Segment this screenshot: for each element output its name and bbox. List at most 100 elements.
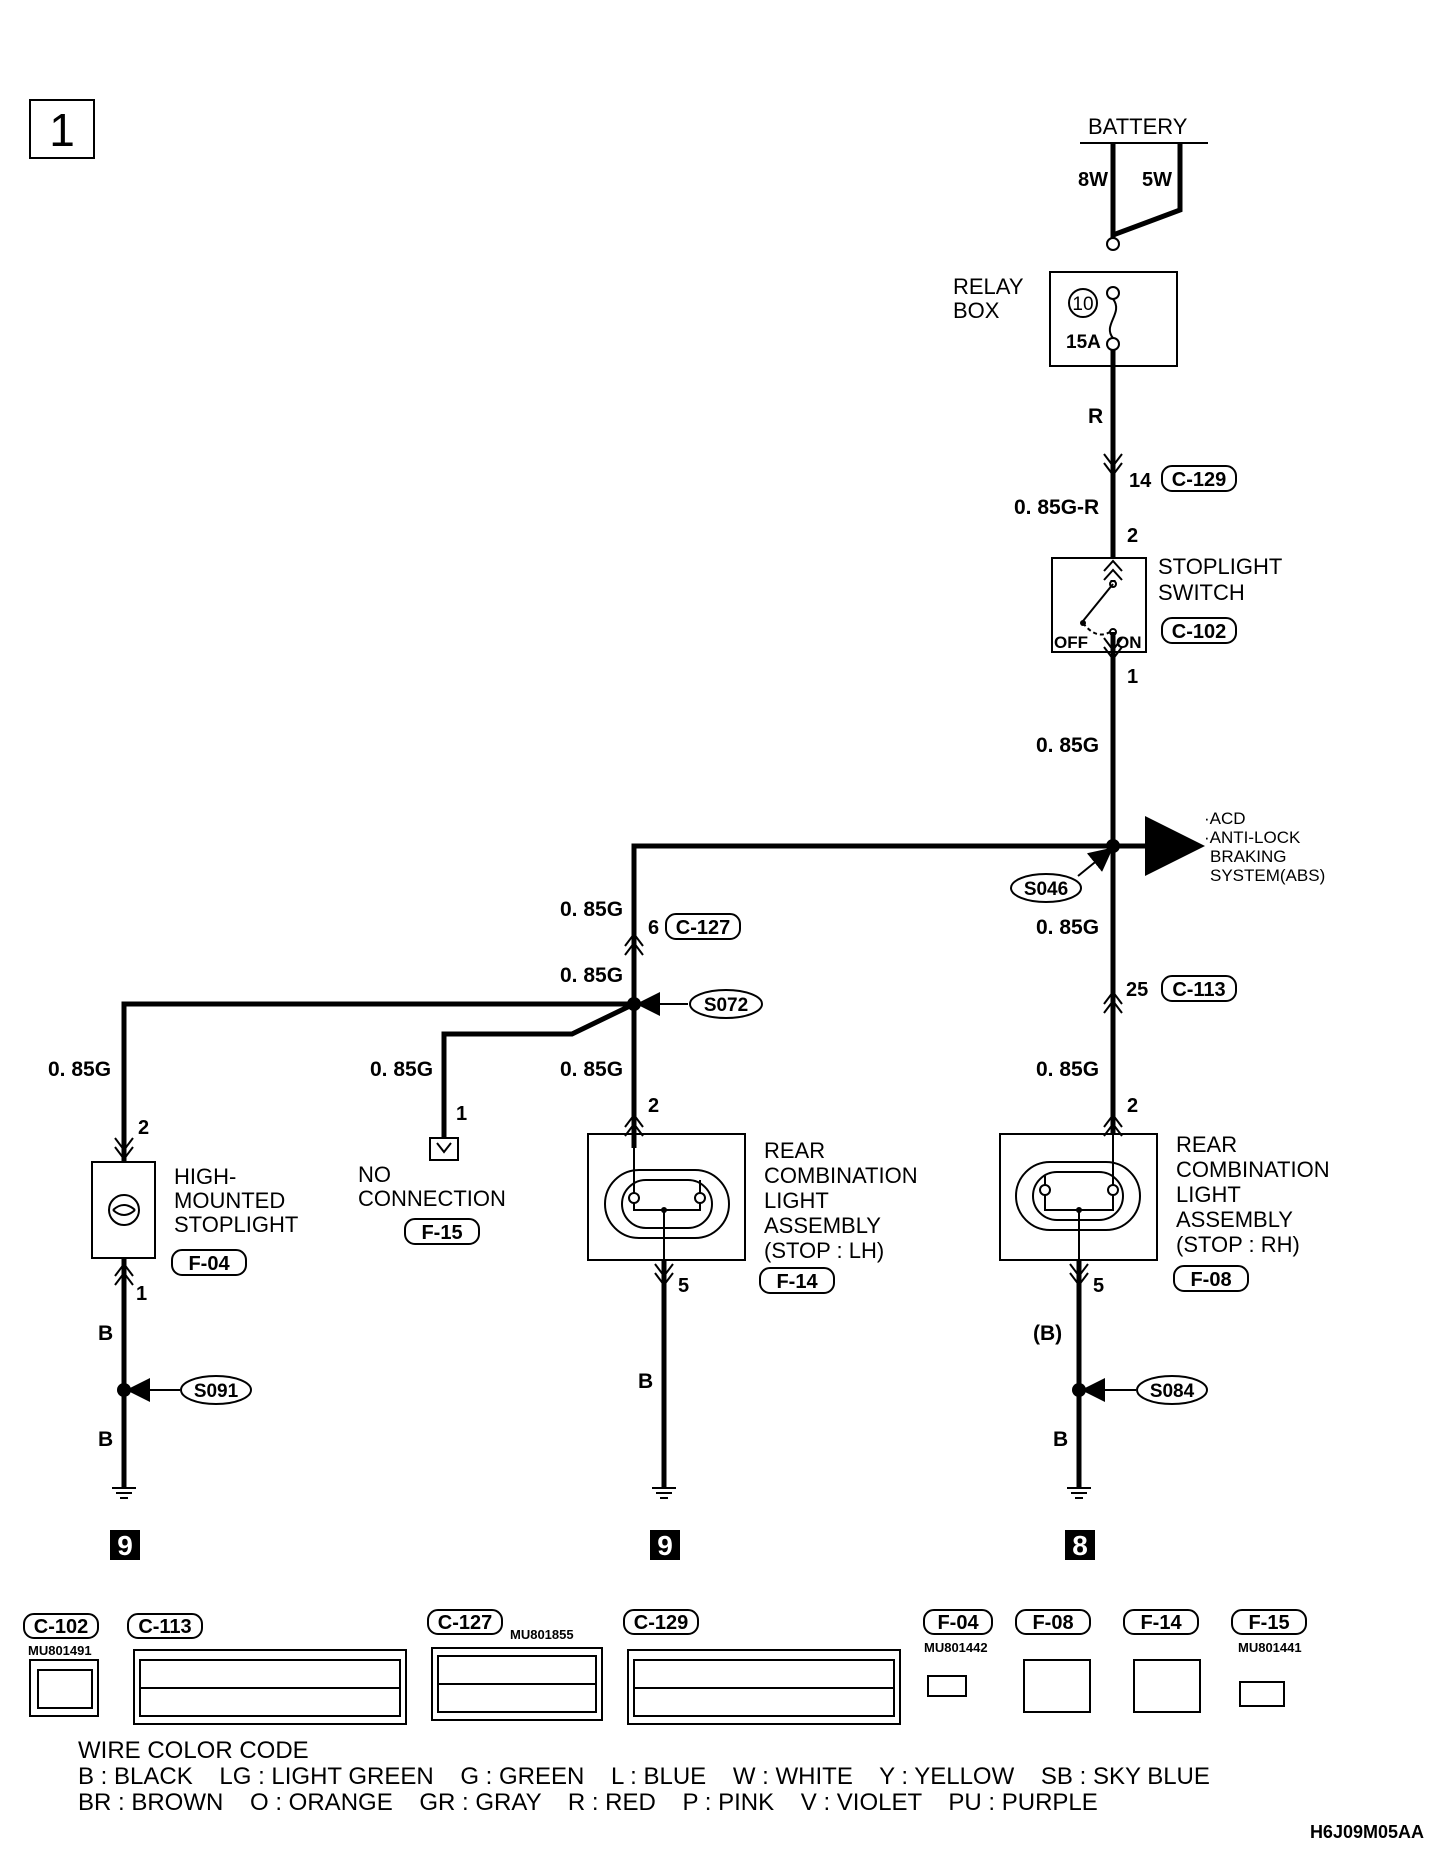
wire-g-no-connection bbox=[441, 1001, 636, 1138]
fuse-rating: 15A bbox=[1066, 332, 1101, 353]
wire-b-label-1: B bbox=[98, 1322, 113, 1345]
c129-pin: 14 bbox=[1129, 470, 1152, 492]
ground-icon bbox=[1067, 1487, 1091, 1499]
switch-blade-icon bbox=[1082, 583, 1114, 622]
rear-lh-label-5: (STOP : LH) bbox=[764, 1238, 884, 1263]
rh-pin-5: 5 bbox=[1093, 1275, 1104, 1297]
abs-label-3: BRAKING bbox=[1210, 847, 1287, 866]
fuse-number: 10 bbox=[1072, 294, 1093, 315]
c113-label: C-113 bbox=[1172, 979, 1225, 1001]
wire-color-code-title: WIRE COLOR CODE bbox=[78, 1737, 309, 1764]
rear-lh-label-2: COMBINATION bbox=[764, 1163, 918, 1188]
f04-part-number: MU801442 bbox=[924, 1640, 988, 1655]
switch-off-label: OFF bbox=[1054, 633, 1088, 652]
wire-5w bbox=[1112, 143, 1183, 238]
connector-view-c113: C-113 bbox=[127, 1613, 407, 1725]
stoplight-switch: OFF ON STOPLIGHT SWITCH C-102 bbox=[1051, 554, 1282, 653]
connector-c113-female-icon bbox=[1103, 990, 1123, 1014]
ground-mid-number: 9 bbox=[657, 1530, 673, 1561]
rear-lh-label-4: ASSEMBLY bbox=[764, 1213, 881, 1238]
high-mounted-pin-1: 1 bbox=[136, 1283, 147, 1305]
fuse-8w-label: 8W bbox=[1078, 169, 1108, 191]
connector-view-c102: C-102 MU801491 bbox=[23, 1613, 99, 1717]
view-c127-label: C-127 bbox=[438, 1612, 492, 1634]
c102-part-number: MU801491 bbox=[28, 1643, 92, 1658]
ground-left-number: 9 bbox=[117, 1530, 133, 1561]
connector-female-icon bbox=[1103, 559, 1123, 581]
rear-rh-label-5: (STOP : RH) bbox=[1176, 1232, 1300, 1257]
wire-b-label-3: B bbox=[638, 1370, 653, 1393]
wire-g-r-label: 0. 85G-R bbox=[1014, 496, 1099, 519]
connector-c102-male-icon bbox=[1103, 637, 1123, 661]
wire-b-label-2: B bbox=[98, 1428, 113, 1451]
fuse-terminal-bottom bbox=[1106, 337, 1120, 351]
rh-pin-2: 2 bbox=[1127, 1095, 1138, 1117]
wire-g-high-mounted bbox=[121, 1001, 634, 1162]
wire-r-label: R bbox=[1088, 405, 1103, 428]
no-connection-label-1: NO bbox=[358, 1162, 391, 1187]
lamp-housing-icon bbox=[604, 1169, 730, 1239]
splice-s091-dot bbox=[117, 1383, 131, 1397]
rear-rh-label-1: REAR bbox=[1176, 1132, 1237, 1157]
splice-s091: S091 bbox=[194, 1381, 239, 1402]
ground-icon bbox=[652, 1487, 676, 1499]
wire-color-code-row-1: B : BLACK LG : LIGHT GREEN G : GREEN L :… bbox=[78, 1763, 1210, 1790]
view-f15-label: F-15 bbox=[1248, 1612, 1289, 1634]
abs-label-1: ·ACD bbox=[1204, 809, 1246, 828]
high-mounted-label-3: STOPLIGHT bbox=[174, 1212, 298, 1237]
view-f14-label: F-14 bbox=[1140, 1612, 1182, 1634]
ground-mid: 9 bbox=[650, 1478, 680, 1561]
c127-pin: 6 bbox=[648, 917, 659, 939]
no-connection-terminal-icon bbox=[436, 1142, 452, 1154]
c113-pin: 25 bbox=[1126, 979, 1148, 1001]
relay-box-label-2: BOX bbox=[953, 298, 1000, 323]
connector-c129-male-icon bbox=[1103, 453, 1123, 477]
rear-combination-light-rh: REAR COMBINATION LIGHT ASSEMBLY (STOP : … bbox=[999, 1113, 1330, 1292]
c127-label: C-127 bbox=[676, 917, 730, 939]
relay-box: RELAY BOX 10 15A bbox=[953, 271, 1178, 367]
connector-f08-female-icon bbox=[1103, 1113, 1123, 1137]
wire-g-left-trunk bbox=[631, 843, 1113, 1004]
splice-s046: S046 bbox=[1024, 879, 1068, 900]
view-f08-label: F-08 bbox=[1032, 1612, 1073, 1634]
connector-f14-male-icon bbox=[654, 1263, 674, 1287]
rear-lh-label-1: REAR bbox=[764, 1138, 825, 1163]
ground-left: 9 bbox=[110, 1478, 140, 1561]
connector-view-f08: F-08 bbox=[1015, 1609, 1091, 1713]
f14-label: F-14 bbox=[776, 1271, 818, 1293]
figure-code: H6J09M05AA bbox=[1310, 1822, 1424, 1842]
wire-g-label-6: 0. 85G bbox=[48, 1058, 111, 1081]
wire-b-label-4: B bbox=[1053, 1428, 1068, 1451]
high-mounted-stoplight: HIGH- MOUNTED STOPLIGHT F-04 bbox=[91, 1161, 298, 1276]
high-mounted-label-2: MOUNTED bbox=[174, 1188, 285, 1213]
rear-rh-label-2: COMBINATION bbox=[1176, 1157, 1330, 1182]
fuse-terminal-mid bbox=[1106, 286, 1120, 300]
connector-f08-male-icon bbox=[1069, 1263, 1089, 1287]
rear-rh-label-3: LIGHT bbox=[1176, 1182, 1241, 1207]
rear-combination-light-lh: REAR COMBINATION LIGHT ASSEMBLY (STOP : … bbox=[587, 1113, 918, 1294]
stoplight-switch-label-1: STOPLIGHT bbox=[1158, 554, 1282, 579]
wire-g-label-1: 0. 85G bbox=[1036, 734, 1099, 757]
connector-view-f04: F-04 MU801442 bbox=[923, 1609, 993, 1697]
connector-f14-female-icon bbox=[624, 1113, 644, 1137]
page-number-box: 1 bbox=[29, 99, 95, 159]
battery-label: BATTERY bbox=[1088, 114, 1188, 139]
splice-s072: S072 bbox=[704, 995, 748, 1016]
connector-f04-female-icon bbox=[114, 1262, 134, 1286]
bulb-icon bbox=[108, 1194, 140, 1226]
view-c102-label: C-102 bbox=[34, 1616, 88, 1638]
ground-right-number: 8 bbox=[1072, 1530, 1088, 1561]
ground-right: 8 bbox=[1065, 1478, 1095, 1561]
wire-g-label-7: 0. 85G bbox=[370, 1058, 433, 1081]
view-f04-label: F-04 bbox=[937, 1612, 979, 1634]
ground-icon bbox=[112, 1487, 136, 1499]
f08-label: F-08 bbox=[1190, 1269, 1231, 1291]
view-c129-label: C-129 bbox=[634, 1612, 688, 1634]
connector-view-c127: C-127 MU801855 bbox=[427, 1609, 603, 1721]
splice-s084-dot bbox=[1072, 1383, 1086, 1397]
abs-label-4: SYSTEM(ABS) bbox=[1210, 866, 1325, 885]
c129-label: C-129 bbox=[1172, 469, 1226, 491]
c127-part-number: MU801855 bbox=[510, 1627, 574, 1642]
switch-pin-1: 1 bbox=[1127, 666, 1138, 688]
view-c113-label: C-113 bbox=[138, 1616, 191, 1638]
